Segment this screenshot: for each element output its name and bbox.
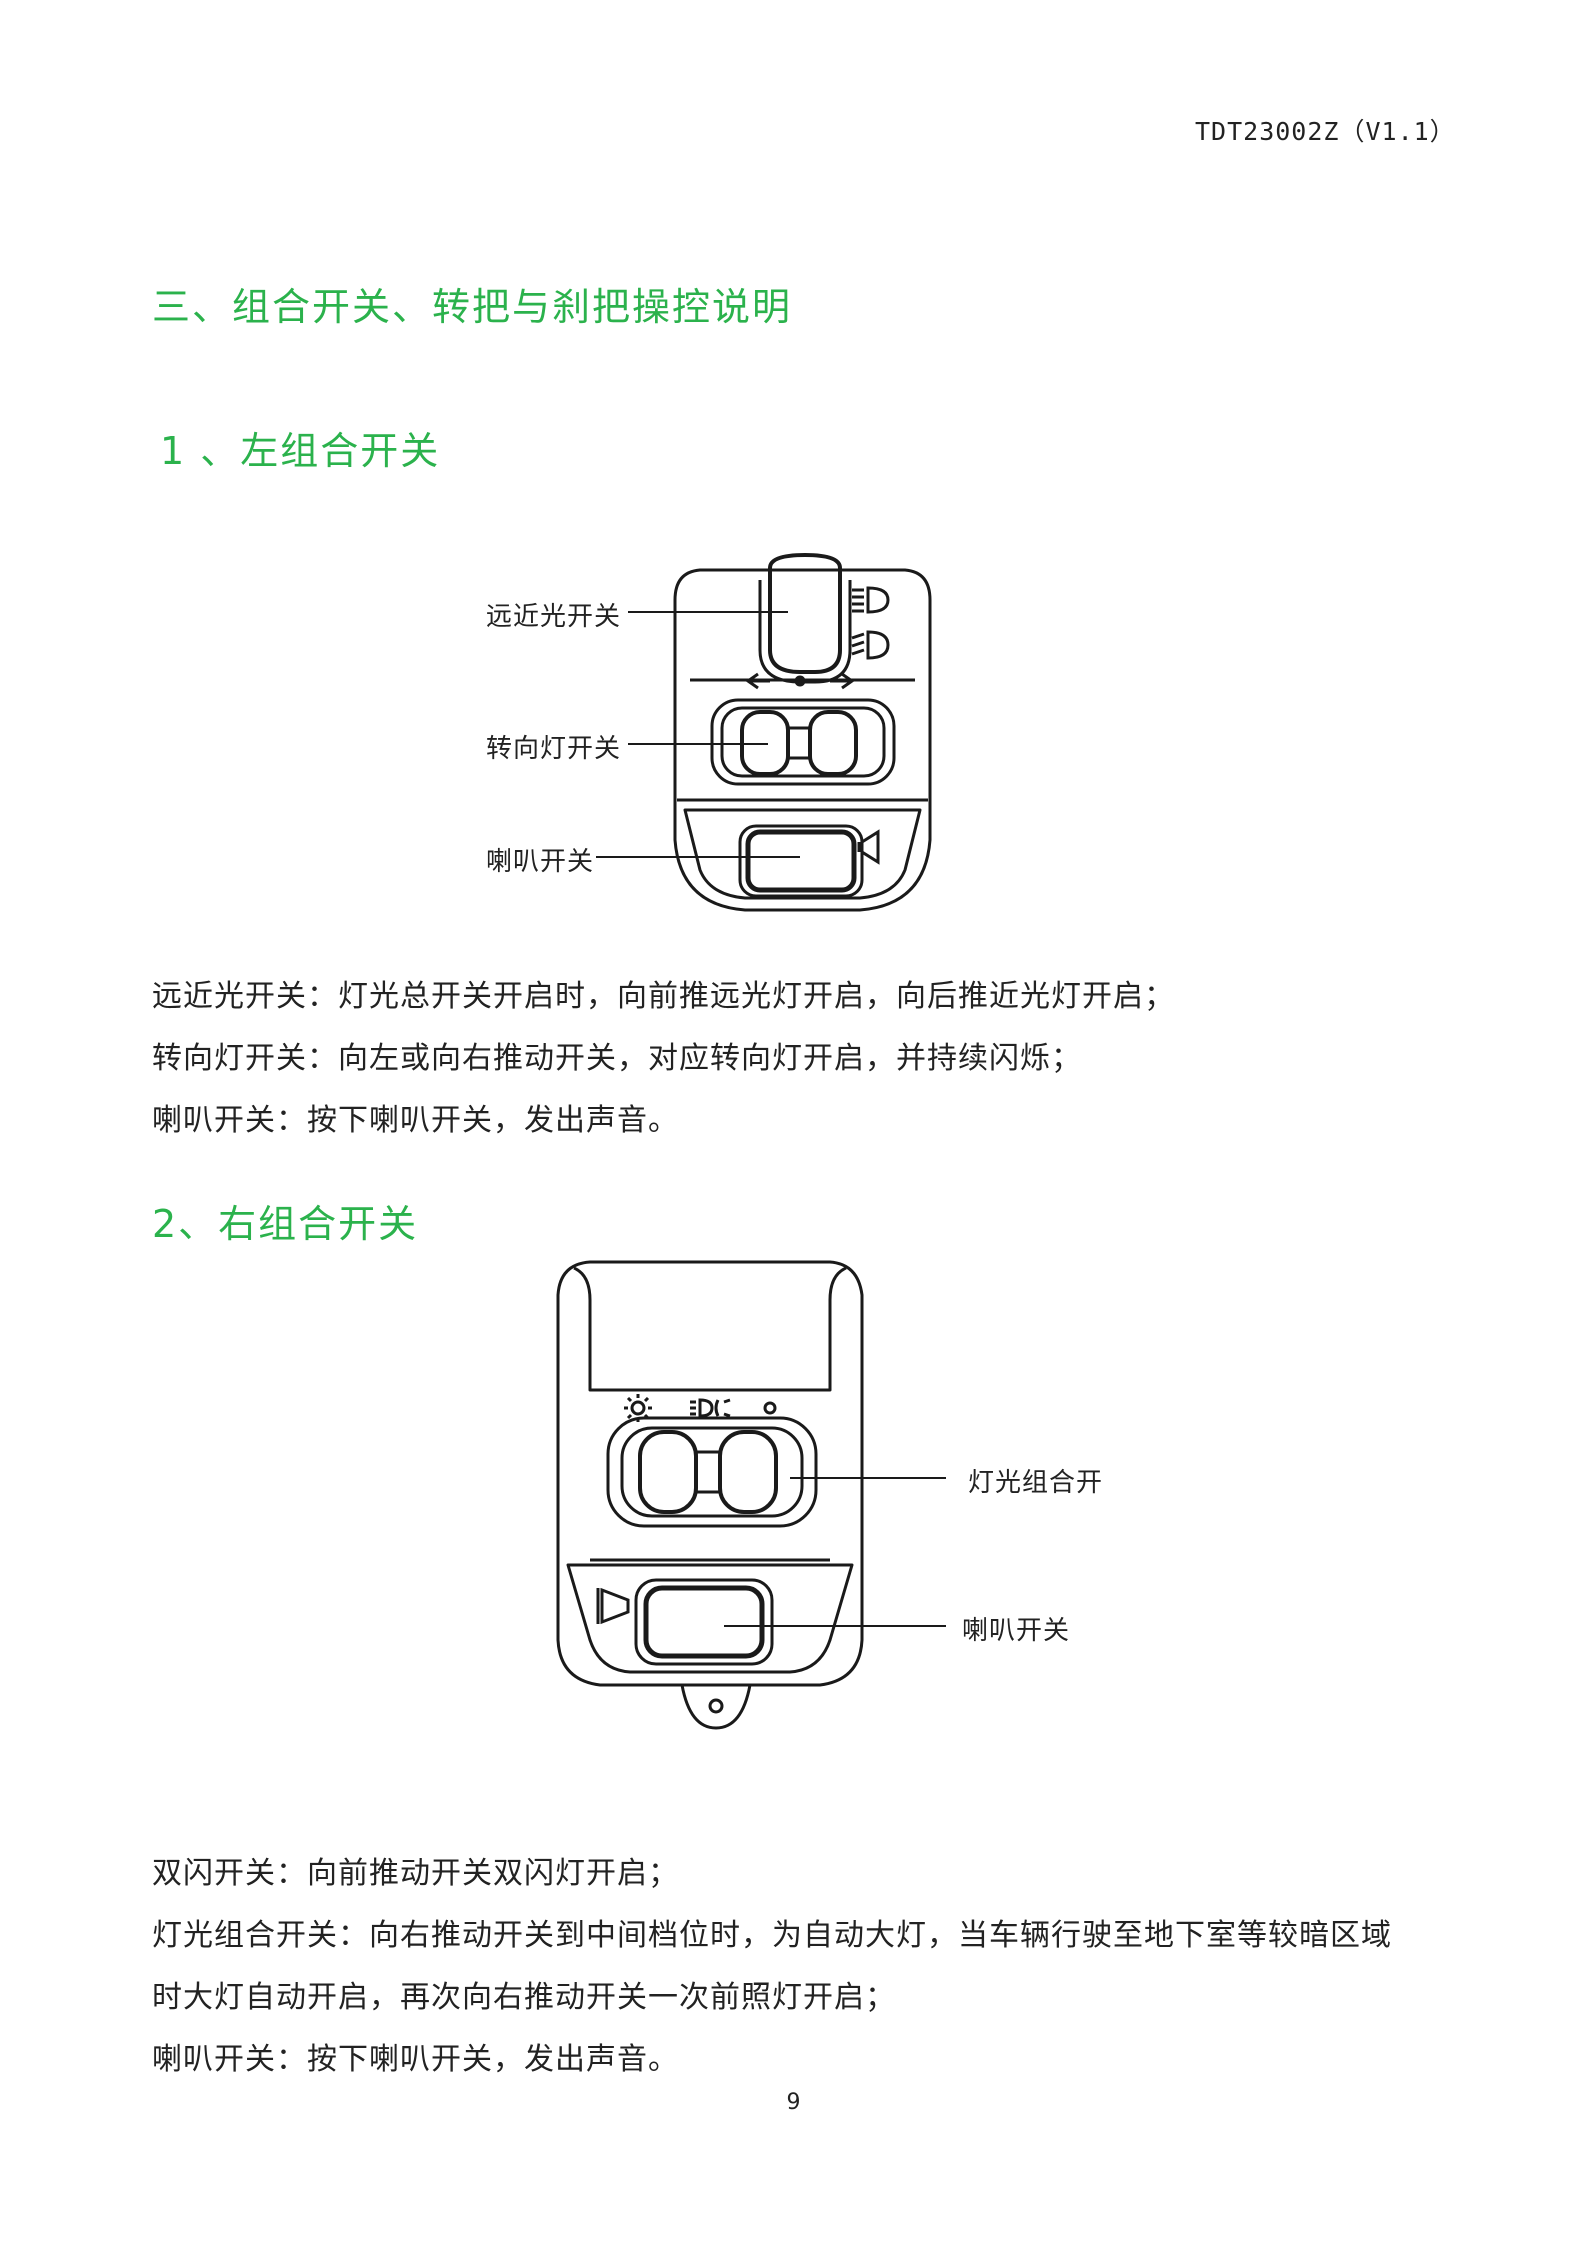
off-dot-icon [794, 675, 806, 687]
horn-button [745, 829, 857, 893]
turn-switch-label: 转向灯开关 [486, 734, 622, 764]
horn-switch-label: 喇叭开关 [486, 847, 595, 877]
auto-headlight-icon [690, 1398, 731, 1418]
beam-switch-description: 远近光开关：灯光总开关开启时，向前推远光灯开启，向后推近光灯开启； [152, 979, 1175, 1014]
light-switch-knob [638, 1430, 698, 1514]
low-beam-icon [851, 630, 890, 660]
right-horn-switch-label: 喇叭开关 [962, 1616, 1071, 1646]
right-horn-description: 喇叭开关：按下喇叭开关，发出声音。 [152, 2042, 679, 2077]
left-switch-heading: 1 、左组合开关 [160, 429, 441, 473]
document-code: TDT23002Z（V1.1） [1195, 117, 1456, 146]
light-switch-description-line2: 时大灯自动开启，再次向右推动开关一次前照灯开启； [152, 1980, 896, 2015]
left-switch-housing [673, 568, 932, 912]
right-switch-figure [556, 1260, 864, 1730]
left-arrow-icon [745, 672, 770, 690]
beam-switch-label: 远近光开关 [486, 602, 622, 632]
off-dot-icon [763, 1401, 777, 1415]
horn-switch-description: 喇叭开关：按下喇叭开关，发出声音。 [152, 1103, 679, 1138]
light-switch-label: 灯光组合开 [968, 1468, 1104, 1498]
hazard-light-icon [624, 1394, 652, 1422]
beam-switch-toggle [768, 553, 842, 674]
right-horn-button [643, 1585, 765, 1659]
hazard-switch-description: 双闪开关：向前推动开关双闪灯开启； [152, 1856, 679, 1891]
right-arrow-icon [830, 672, 855, 690]
high-beam-icon [852, 586, 890, 614]
turn-switch-description: 转向灯开关：向左或向右推动开关，对应转向灯开启，并持续闪烁； [152, 1041, 1082, 1076]
section-title: 三、组合开关、转把与刹把操控说明 [152, 285, 793, 329]
horn-icon [857, 829, 880, 865]
right-switch-heading: 2、右组合开关 [152, 1202, 419, 1246]
light-switch-description-line1: 灯光组合开关：向右推动开关到中间档位时，为自动大灯，当车辆行驶至地下室等较暗区域 [152, 1918, 1392, 1953]
page-number: 9 [786, 2090, 801, 2115]
horn-icon [596, 1587, 630, 1625]
